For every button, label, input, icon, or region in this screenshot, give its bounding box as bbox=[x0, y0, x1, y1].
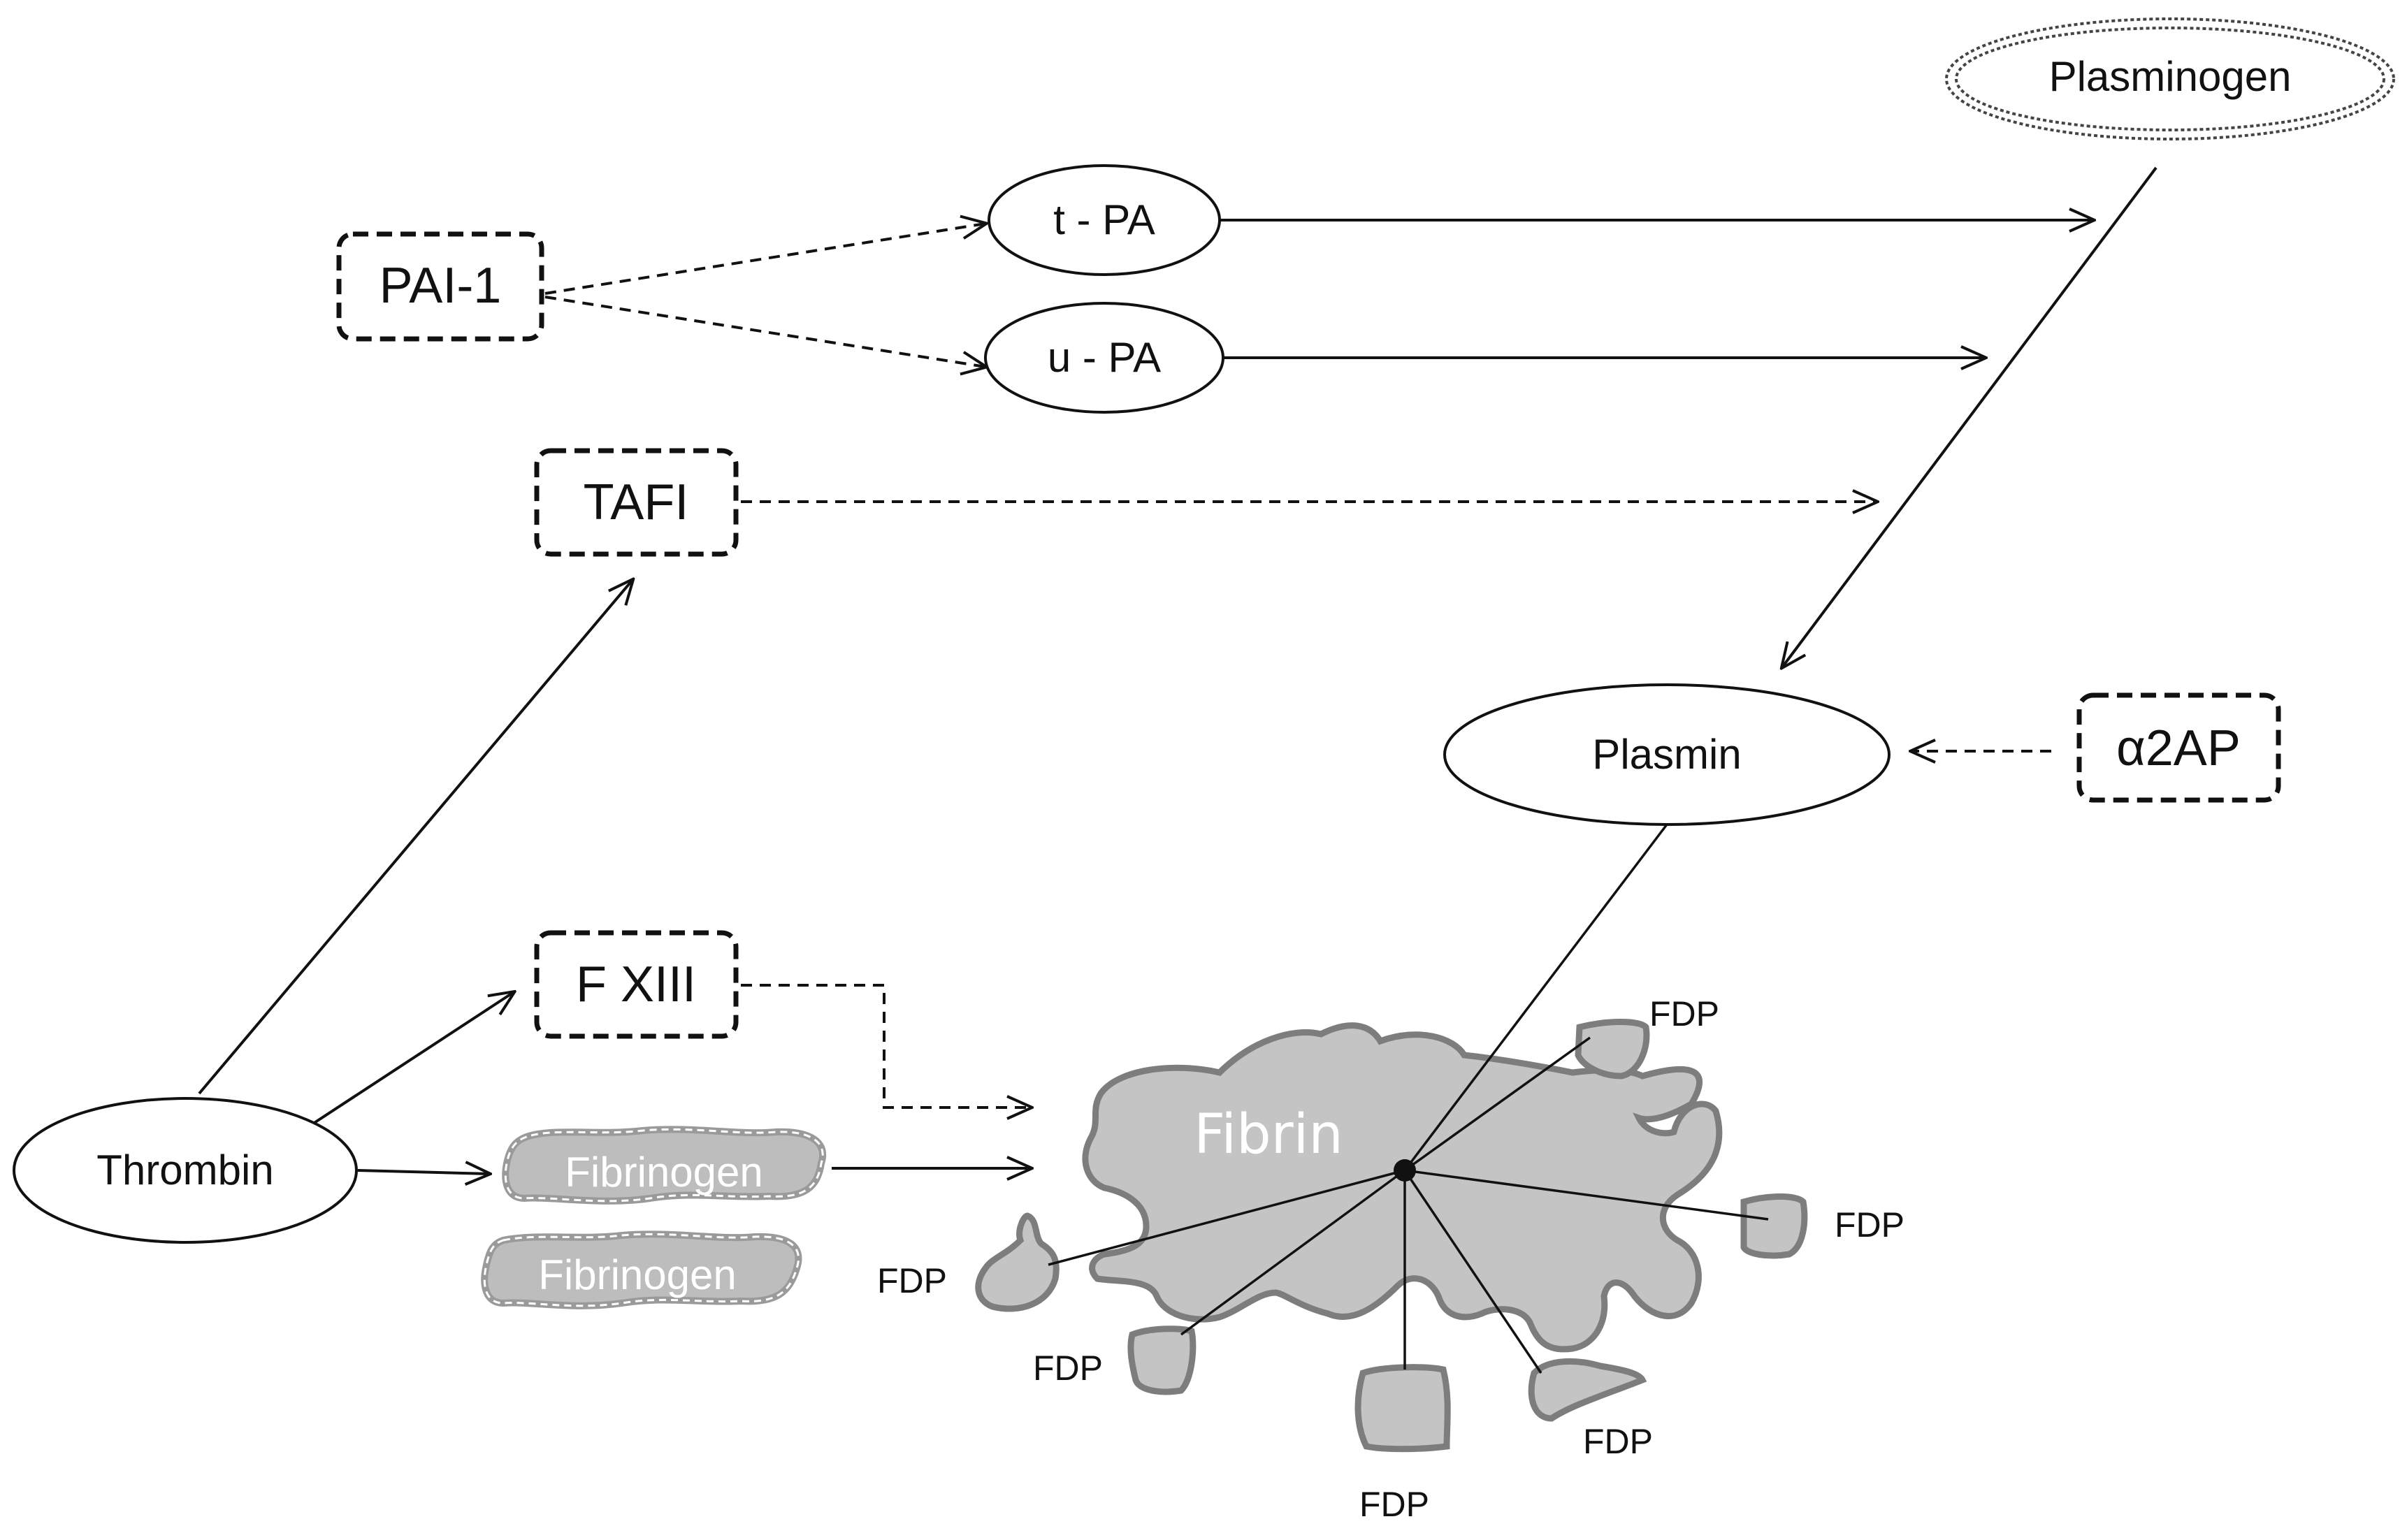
node-fxiii: F XIII bbox=[534, 930, 739, 1039]
cleavage-line-fdp-bottom-left bbox=[1180, 1169, 1406, 1336]
upa-label: u - PA bbox=[1048, 334, 1161, 381]
pai1-label: PAI-1 bbox=[380, 258, 502, 314]
fdp-label-bottom-right: FDP bbox=[1583, 1422, 1653, 1461]
fibrin-clot bbox=[1082, 1022, 1723, 1353]
cleavage-line-fdp-right bbox=[1404, 1169, 1769, 1221]
cleavage-lines bbox=[1048, 823, 1769, 1374]
fdp-fragment-bottom-left bbox=[1127, 1325, 1197, 1395]
cleavage-point bbox=[1394, 1159, 1416, 1182]
node-plasminogen: Plasminogen bbox=[1945, 17, 2395, 140]
edge-thrombin-fxiii bbox=[310, 992, 514, 1126]
node-pai1: PAI-1 bbox=[336, 231, 544, 342]
thrombin-label: Thrombin bbox=[96, 1147, 273, 1193]
fdp-fragments bbox=[975, 1019, 1808, 1453]
fibrinogen-1-label: Fibrinogen bbox=[565, 1149, 763, 1196]
plasminogen-label: Plasminogen bbox=[2049, 53, 2292, 100]
tafi-label: TAFI bbox=[584, 474, 689, 530]
fdp-fragment-right bbox=[1740, 1193, 1808, 1259]
edge-fxiii-fibrin bbox=[741, 984, 1031, 1107]
cleavage-line-fdp-left bbox=[1048, 1169, 1405, 1266]
node-tafi: TAFI bbox=[534, 448, 739, 557]
node-fibrinogen-2: Fibrinogen bbox=[481, 1230, 802, 1309]
cleavage-line-fdp-bottom-right bbox=[1403, 1170, 1542, 1374]
fdp-label-bottom: FDP bbox=[1359, 1485, 1429, 1524]
edge-plasminogen-plasmin bbox=[1782, 166, 2157, 667]
cleavage-line-fdp-top-right bbox=[1403, 1036, 1591, 1172]
fdp-label-top-right: FDP bbox=[1649, 994, 1719, 1033]
edge-thrombin-fibrinogen bbox=[357, 1170, 489, 1174]
cleavage-line-plasmin bbox=[1403, 823, 1668, 1172]
fdp-fragment-top-right bbox=[1575, 1019, 1650, 1080]
node-thrombin: Thrombin bbox=[13, 1097, 358, 1244]
node-tpa: t - PA bbox=[988, 164, 1221, 276]
fdp-label-right: FDP bbox=[1835, 1205, 1904, 1244]
fdp-fragment-bottom bbox=[1354, 1364, 1451, 1453]
fdp-fragment-bottom-right bbox=[1528, 1358, 1647, 1422]
node-upa: u - PA bbox=[984, 302, 1224, 414]
edge-pai1-tpa bbox=[544, 224, 985, 295]
edge-thrombin-tafi bbox=[198, 580, 633, 1095]
plasmin-label: Plasmin bbox=[1592, 731, 1741, 778]
fdp-label-left: FDP bbox=[877, 1261, 947, 1300]
node-alpha2ap: α2AP bbox=[2076, 692, 2281, 803]
tpa-label: t - PA bbox=[1053, 196, 1155, 243]
edges bbox=[198, 166, 2157, 1174]
node-fibrinogen-1: Fibrinogen bbox=[502, 1126, 827, 1205]
fxiii-label: F XIII bbox=[576, 957, 696, 1012]
fdp-fragment-left bbox=[975, 1212, 1060, 1312]
edge-pai1-upa bbox=[544, 296, 985, 367]
fdp-label-bottom-left: FDP bbox=[1033, 1349, 1103, 1388]
fibrinogen-2-label: Fibrinogen bbox=[538, 1251, 737, 1298]
fibrin-label: Fibrin bbox=[1194, 1103, 1343, 1166]
alpha2ap-label: α2AP bbox=[2116, 720, 2241, 776]
node-plasmin: Plasmin bbox=[1443, 683, 1891, 826]
fdp-labels: FDP FDP FDP FDP FDP FDP bbox=[877, 994, 1904, 1524]
